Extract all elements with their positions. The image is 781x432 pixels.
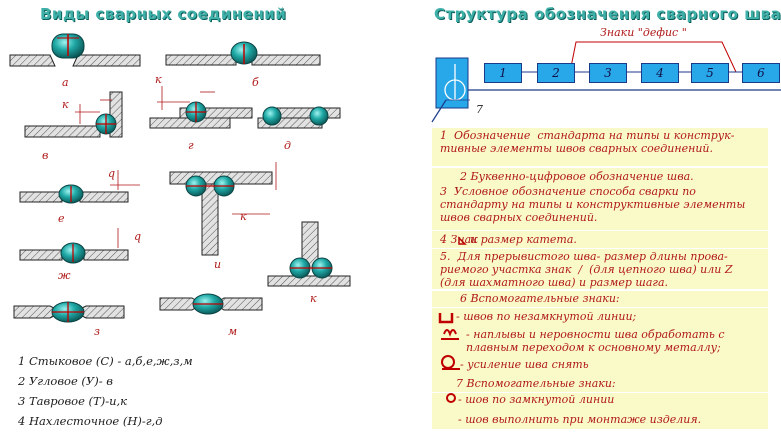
desc-panel-bg-1 — [432, 128, 768, 166]
desc-6a: - швов по незамкнутой линии; — [456, 310, 637, 323]
desc-7: 7 Вспомогательные знаки: — [456, 377, 616, 390]
desc-panel-bg-2 — [432, 168, 768, 184]
desc-panel-bg-4 — [432, 231, 768, 248]
joint-v — [24, 91, 123, 138]
structure-box-3: 3 — [589, 63, 627, 83]
legend-item-4: 4 Нахлесточное (Н)-г,д — [18, 414, 163, 428]
structure-box-2: 2 — [537, 63, 575, 83]
desc-4a: 4 Знак — [440, 233, 478, 246]
desc-7a: - шов по замкнутой линии — [458, 393, 615, 406]
structure-diagram — [431, 41, 781, 123]
legend-item-2: 2 Угловое (У)- в — [18, 374, 113, 388]
label-m: м — [228, 325, 238, 338]
label-d: д — [284, 139, 291, 152]
desc-panel-bg-3 — [432, 184, 768, 230]
desc-3: 3 Условное обозначение способа сварки по… — [440, 185, 746, 224]
desc-panel-bg-6 — [432, 291, 768, 307]
desc-2: 2 Буквенно-цифровое обозначение шва. — [460, 170, 694, 183]
joint-m — [159, 293, 263, 315]
legend-item-1: 1 Стыковое (С) - а,б,е,ж,з,м — [18, 354, 193, 368]
dim-k-i: к — [240, 210, 247, 223]
joint-g — [149, 86, 253, 129]
leader-number: 7 — [476, 103, 483, 116]
desc-7b: - шов выполнить при монтаже изделия. — [458, 413, 702, 426]
label-e: е — [58, 212, 65, 225]
desc-panel-bg-9 — [432, 393, 768, 429]
structure-box-4: 4 — [641, 63, 679, 83]
joint-d — [257, 106, 341, 129]
hyphen-signs-label: Знаки "дефис " — [600, 26, 687, 39]
desc-1: 1 Обозначение стандарта на типы и констр… — [440, 129, 735, 155]
label-i: и — [214, 258, 222, 271]
dim-q-zh: q — [134, 230, 142, 243]
desc-5: 5. Для прерывистого шва- размер длины пр… — [440, 250, 733, 289]
dim-k-v: к — [62, 98, 69, 111]
desc-panel-bg-5 — [432, 249, 768, 289]
desc-6b: - наплывы и неровности шва обработать с … — [466, 328, 725, 354]
right-title: Структура обозначения сварного шва — [434, 5, 781, 23]
label-b: б — [252, 76, 259, 89]
desc-panel-bg-8 — [432, 376, 768, 392]
left-title: Виды сварных соединений — [40, 5, 287, 23]
joint-e — [19, 170, 140, 204]
desc-panel-bg-7 — [432, 308, 768, 376]
desc-6c: - усиление шва снять — [460, 358, 589, 371]
label-v: в — [42, 149, 49, 162]
joint-zh — [19, 228, 129, 264]
legend-item-3: 3 Тавровое (Т)-и,к — [18, 394, 128, 408]
joint-i — [169, 162, 277, 256]
label-k: к — [310, 292, 317, 305]
desc-4b: и размер катета. — [470, 233, 577, 246]
label-a: а — [62, 76, 69, 89]
aux-symbols — [438, 236, 467, 403]
dim-q-e: q — [108, 167, 116, 180]
label-g: г — [188, 139, 194, 152]
joint-k — [267, 221, 351, 287]
joint-b — [165, 41, 321, 66]
structure-box-5: 5 — [691, 63, 729, 83]
joint-a — [9, 33, 141, 67]
dim-k-g: к — [155, 73, 162, 86]
label-z: з — [94, 325, 100, 338]
joint-z — [13, 301, 125, 323]
desc-6: 6 Вспомогательные знаки: — [460, 292, 620, 305]
structure-box-6: 6 — [742, 63, 780, 83]
label-zh: ж — [58, 269, 71, 282]
structure-box-1: 1 — [484, 63, 522, 83]
